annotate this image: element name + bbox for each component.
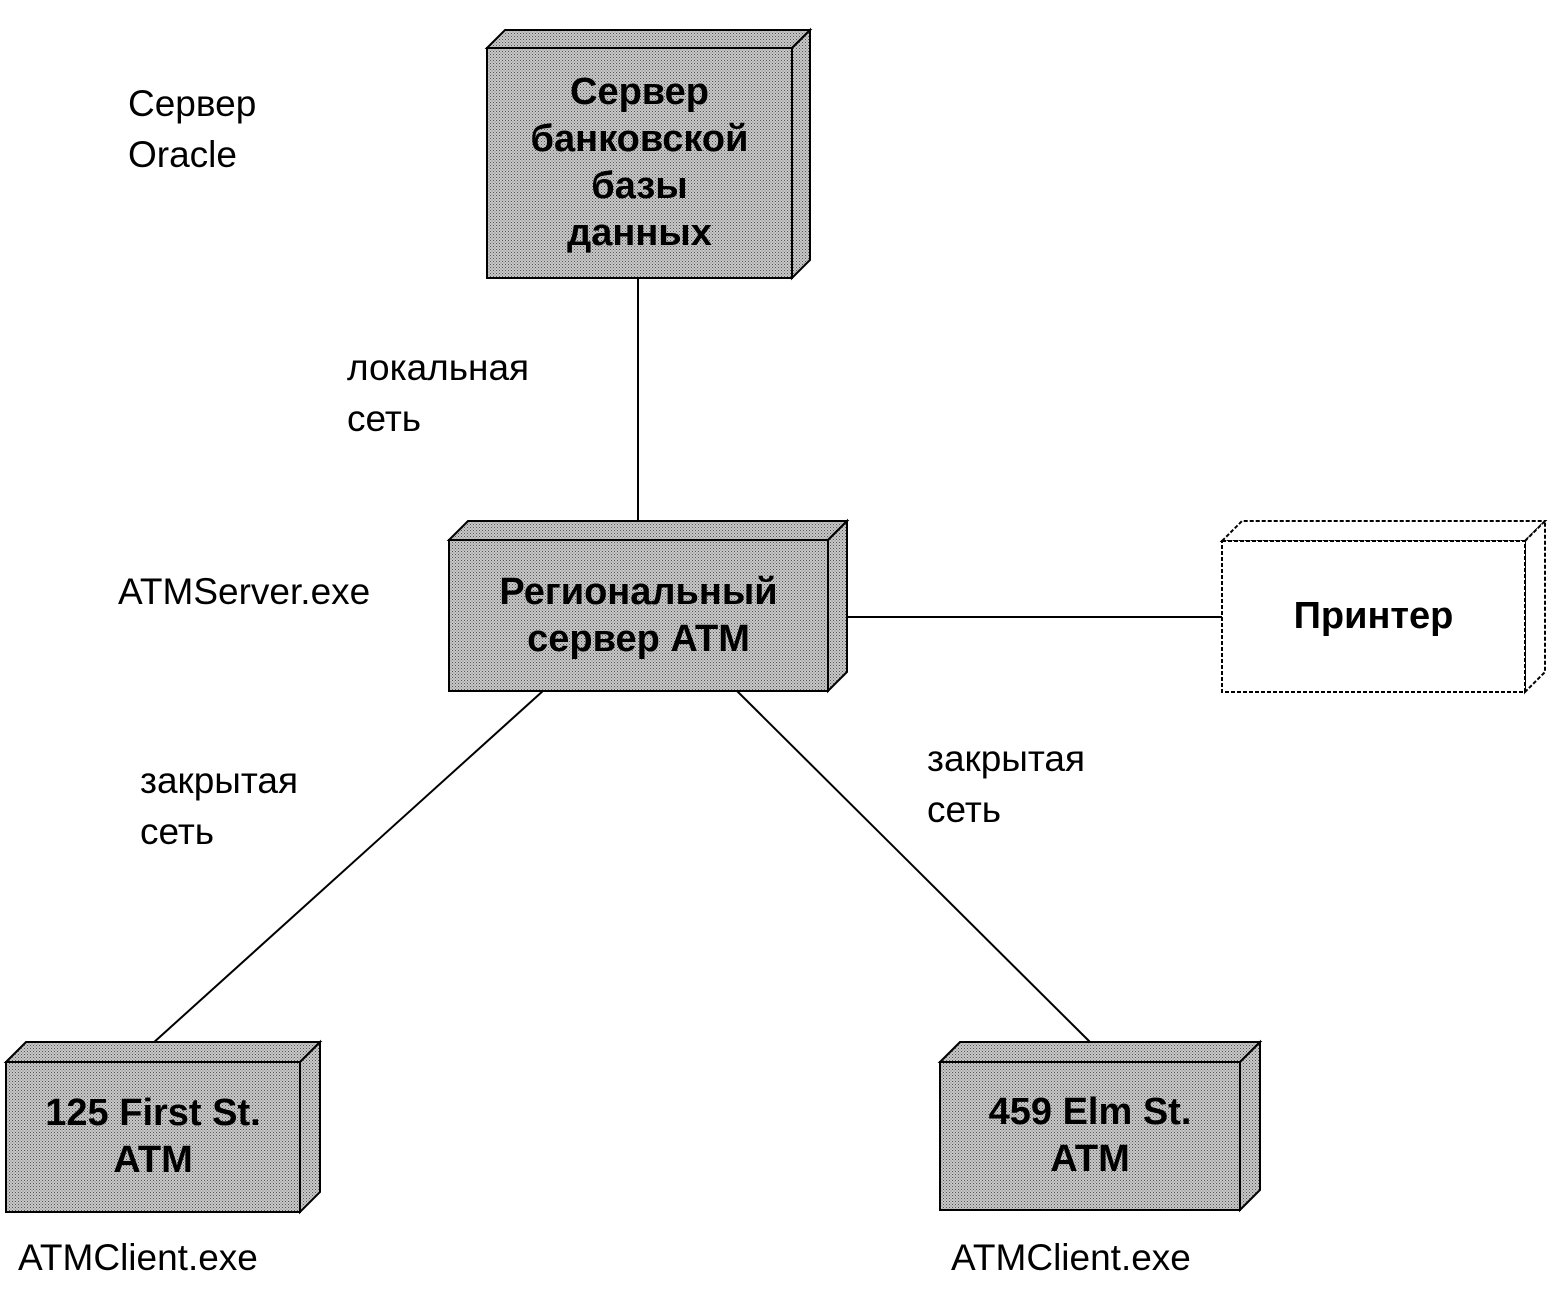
node-printer-label: Принтер bbox=[1293, 595, 1454, 637]
node-db-server: Сервер банковской базы данных bbox=[484, 27, 813, 281]
node-printer: Принтер bbox=[1219, 518, 1548, 695]
label-local-network: локальная сеть bbox=[347, 347, 530, 439]
node-db-server-box bbox=[484, 27, 813, 281]
label-closed-network-right: закрытая сеть bbox=[927, 738, 1086, 830]
node-printer-box bbox=[1219, 518, 1548, 695]
connection-regional-atm-elm bbox=[735, 689, 1091, 1043]
node-atm-first-box bbox=[3, 1039, 323, 1215]
annotation-atmclient-right: ATMClient.exe bbox=[951, 1237, 1191, 1278]
node-atm-elm: 459 Elm St. ATM bbox=[937, 1039, 1263, 1213]
connection-regional-atm-first bbox=[151, 689, 545, 1045]
node-atm-elm-box bbox=[937, 1039, 1263, 1213]
node-regional-server: Региональный сервер ATM bbox=[446, 518, 850, 694]
label-closed-network-left: закрытая сеть bbox=[140, 760, 299, 852]
annotation-atmserver-exe: ATMServer.exe bbox=[118, 571, 371, 612]
node-db-server-label: Сервер банковской базы данных bbox=[530, 71, 749, 254]
node-regional-server-label: Региональный сервер ATM bbox=[499, 570, 778, 660]
node-regional-server-box bbox=[446, 518, 850, 694]
annotation-oracle-server: Сервер Oracle bbox=[128, 83, 257, 175]
node-atm-first-label: 125 First St. ATM bbox=[45, 1092, 261, 1181]
node-atm-elm-label: 459 Elm St. ATM bbox=[988, 1091, 1192, 1180]
annotation-atmclient-left: ATMClient.exe bbox=[18, 1237, 258, 1278]
node-atm-first: 125 First St. ATM bbox=[3, 1039, 323, 1215]
